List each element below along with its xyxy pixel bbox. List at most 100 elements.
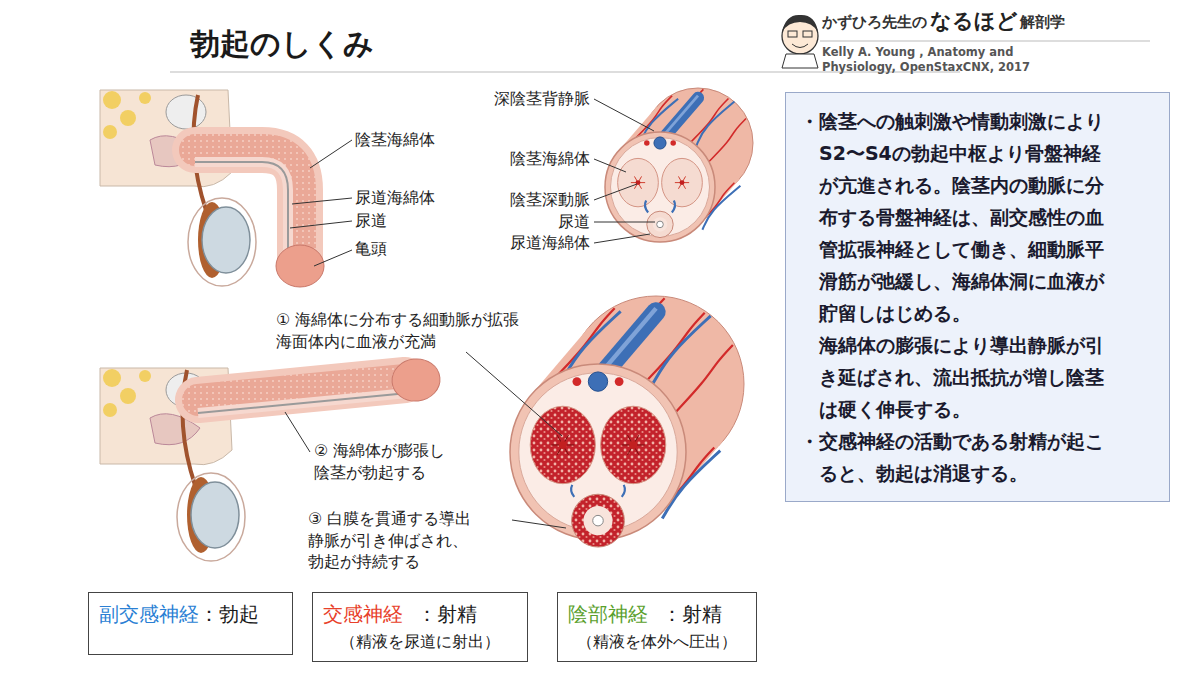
corpus-spongiosum [198,393,408,413]
leader-line [594,234,650,243]
leader-line [512,520,566,528]
face-glasses [803,31,812,37]
corpus-cavernosum-section [618,158,659,206]
logo-text: 解剖学 [1020,13,1065,33]
corpus-spongiosum [195,162,288,262]
logo-rule [820,41,1150,42]
step-note: ③ 白膜を貫通する導出 静脈が引き伸ばされ、 勃起が持続する [308,508,513,573]
nerve-box: 交感神経 ：射精 （精液を尿道に射出） [312,592,528,662]
surface-artery [708,119,746,163]
dorsal-artery [644,140,650,146]
leader-line [594,159,626,172]
fat-tissue [139,92,151,104]
fat-tissue [139,370,151,382]
spongiosum-rim [653,217,668,232]
surface-vein [653,316,711,384]
nerve-box: 陰部神経 ：射精 （精液を体外へ圧出） [557,592,757,662]
face-hair [782,15,818,32]
bulbar-vessel [622,485,625,497]
flaccid-section [605,88,753,242]
nerve-function: ：射精 [417,602,477,626]
fat-tissue [103,91,121,109]
surface-artery [675,345,733,413]
urethra-section [657,221,664,228]
step-note: ② 海綿体が膨張し 陰茎が勃起する [314,440,494,483]
nerve-name: 副交感神経 [99,602,199,626]
pubic-bone [166,95,206,129]
logo-face [782,15,818,68]
leader-line [292,198,352,204]
nerve-function: ：勃起 [199,602,259,626]
face-glasses [788,31,797,37]
explanation-panel: ・陰茎への触刺激や情動刺激により S2〜S4の勃起中枢より骨盤神経 が亢進される… [785,92,1170,502]
section-skin [605,132,715,242]
dorsal-artery [615,377,624,386]
nerve-function: ：射精 [662,602,722,626]
fat-tissue [103,125,117,139]
leader-line [594,99,654,131]
urethra [198,393,408,413]
spongiosum-section [647,211,673,237]
leader-line [314,250,352,266]
fat-tissue [120,110,136,126]
part-label: 尿道海綿体 [430,233,590,254]
part-label: 深陰茎背静脈 [430,89,590,110]
leader-line [310,140,352,168]
deep-artery [680,180,685,185]
fat-tissue [103,369,121,387]
part-label: 亀頭 [355,239,387,260]
nerve-note: （精液を体外へ圧出） [568,632,746,653]
scrotum [177,473,245,561]
spongiosum-section [572,494,625,547]
nerve-name: 陰部神経 [568,602,648,626]
leader-line [290,221,352,228]
urethra-section [593,515,604,526]
part-label: 陰茎海綿体 [355,130,435,151]
title: 勃起のしくみ [190,24,374,63]
fat-tissue [103,403,117,417]
leader-line [285,412,310,452]
part-label: 尿道 [355,211,387,232]
leader-line [466,352,562,436]
nerve-note: （精液を尿道に射出） [323,632,517,653]
panel-text: 海綿体の膨張により導出静脈が引 き延ばされ、流出抵抗が増し陰茎 は硬く伸長する。 [800,329,1155,425]
corpus-cavernosum-section [601,406,666,483]
logo-text: なるほど [930,8,1018,35]
step-note: ① 海綿体に分布する細動脈が拡張 海面体内に血液が充満 [276,309,571,352]
panel-text: ・交感神経の活動である射精が起こ ると、勃起は消退する。 [800,425,1155,489]
section-skin [510,364,686,540]
spongiosum-rim [583,506,612,535]
deep-artery [629,441,637,449]
bulbar-vessel [645,201,648,213]
credit: Kelly A. Young , Anatomy and Physiology,… [822,45,1077,75]
leader-line [594,184,637,200]
leader-line [594,222,655,223]
logo-text: かずひろ先生の [822,13,927,33]
dorsal-artery [670,140,676,146]
testis [191,482,239,548]
dorsal-vein-section [654,137,666,149]
testis [202,207,250,273]
nerve-name: 交感神経 [323,602,403,626]
face-body [782,54,818,68]
nerve-box: 副交感神経：勃起 [88,592,293,655]
bulbar-vessel [571,485,574,497]
bulbar-vessel [672,201,675,213]
panel-text: ・陰茎への触刺激や情動刺激により S2〜S4の勃起中枢より骨盤神経 が亢進される… [800,105,1155,329]
part-label: 陰茎海綿体 [430,149,590,170]
corpus-cavernosum-section [530,406,595,483]
part-label: 尿道 [430,212,590,233]
fat-tissue [120,388,136,404]
scrotum [188,198,256,286]
part-label: 陰茎深動脈 [430,190,590,211]
part-label: 尿道海綿体 [355,188,435,209]
glans [390,357,442,404]
flaccid-sagittal [100,90,324,287]
deep-artery [559,441,567,449]
dorsal-vein-section [588,372,607,391]
face-smile [792,44,808,48]
dorsal-artery [572,377,581,386]
urethra [195,162,288,262]
corpus-cavernosum-section [662,158,703,206]
